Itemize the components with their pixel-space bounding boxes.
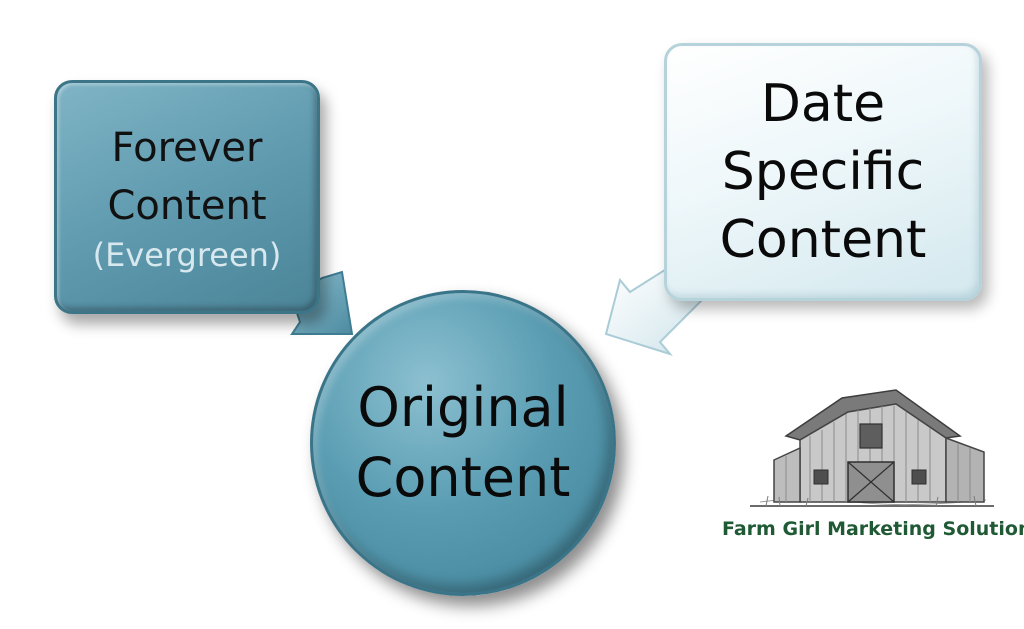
forever-sub: (Evergreen): [92, 236, 282, 274]
original-line1: Original: [357, 376, 569, 439]
original-content-circle: Original Content: [310, 290, 616, 596]
original-line2: Content: [355, 446, 571, 509]
logo-text: Farm Girl Marketing Solutions: [722, 518, 1024, 540]
date-line1: Date: [760, 74, 886, 134]
forever-line1: Forever: [111, 125, 263, 171]
farm-girl-logo: Farm Girl Marketing Solutions: [722, 378, 1024, 558]
forever-content-box: Forever Content (Evergreen): [54, 80, 320, 314]
forever-line2: Content: [107, 183, 267, 229]
date-line3: Content: [719, 210, 927, 270]
barn-sketch-icon: [750, 389, 994, 507]
date-specific-content-box: Date Specific Content: [664, 43, 982, 301]
date-line2: Specific: [721, 142, 925, 202]
